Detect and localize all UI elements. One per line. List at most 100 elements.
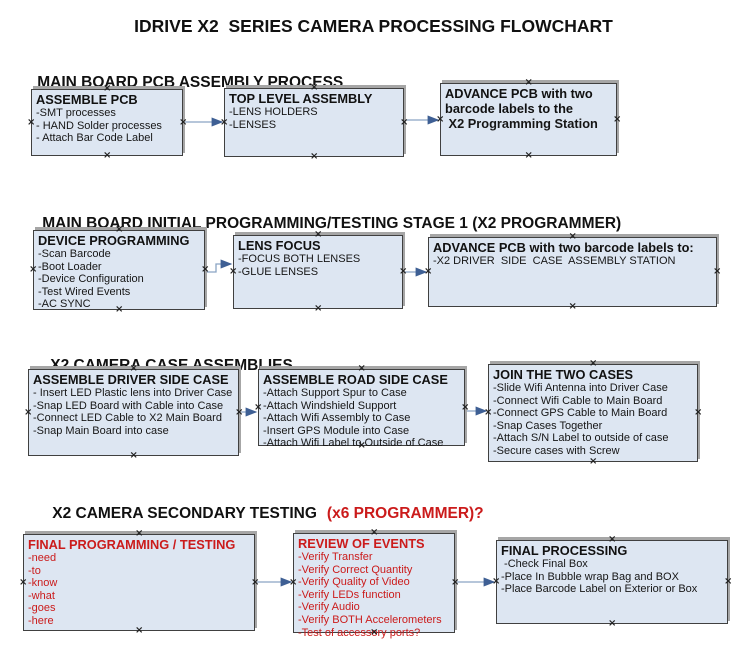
- box-line: -know: [28, 577, 58, 590]
- box-lines: -Verify Transfer-Verify Correct Quantity…: [298, 551, 449, 639]
- connector-anchor: ×: [254, 401, 263, 413]
- connector-anchor: ×: [129, 450, 138, 461]
- box-line: -to: [28, 564, 41, 577]
- connector-anchor: ×: [19, 576, 28, 588]
- connector-anchor: ×: [568, 301, 577, 312]
- box-line: -Secure cases with Screw: [493, 444, 620, 457]
- box-lines: -Scan Barcode-Boot Loader-Device Configu…: [38, 248, 199, 311]
- box-line: -Snap LED Board with Cable into Case: [33, 399, 224, 412]
- box-line: -Verify LEDs function: [298, 588, 401, 601]
- box-line: -goes: [28, 602, 56, 615]
- connector-anchor: ×: [424, 266, 433, 277]
- connector-anchor: ×: [179, 116, 188, 128]
- box-line: -FOCUS BOTH LENSES: [238, 253, 361, 265]
- box-line: -need: [28, 552, 57, 564]
- box-line: -Verify Quality of Video: [298, 576, 410, 589]
- connector-anchor: ×: [357, 363, 366, 374]
- box-line: -Snap Main Board into case: [33, 424, 169, 437]
- connector-anchor: ×: [608, 618, 617, 629]
- box-line: - HAND Solder processes: [36, 119, 162, 132]
- box-line: - Insert LED Plastic lens into Driver Ca…: [33, 387, 233, 399]
- connector-anchor: ×: [229, 266, 238, 277]
- box-advance-pcb-to-driver-side-station[interactable]: ADVANCE PCB with two barcode labels to: …: [428, 237, 717, 307]
- box-assemble-driver-side-case[interactable]: ASSEMBLE DRIVER SIDE CASE - Insert LED P…: [28, 369, 239, 456]
- box-line: -Check Final Box: [501, 558, 588, 570]
- connector-anchor: ×: [589, 456, 598, 467]
- connector-anchor: ×: [613, 113, 622, 125]
- box-title: ASSEMBLE PCB: [36, 92, 138, 107]
- connector-anchor: ×: [370, 527, 379, 538]
- connector-anchor: ×: [103, 83, 112, 94]
- connector-anchor: ×: [589, 358, 598, 369]
- box-title: ASSEMBLE DRIVER SIDE CASE: [33, 372, 229, 387]
- box-line: -Verify Correct Quantity: [298, 563, 413, 576]
- box-top-level-assembly[interactable]: TOP LEVEL ASSEMBLY -LENS HOLDERS-LENSES: [224, 88, 404, 157]
- box-line: -Attach Support Spur to Case: [263, 387, 407, 399]
- connector-anchor: ×: [608, 534, 617, 545]
- box-title: ADVANCE PCB with two barcode labels to:: [433, 240, 694, 255]
- connector-anchor: ×: [135, 528, 144, 539]
- box-advance-pcb-to-programming-station[interactable]: ADVANCE PCB with two barcode labels to t…: [440, 83, 617, 156]
- box-line: -Attach Windshield Support: [263, 399, 397, 412]
- box-line: -GLUE LENSES: [238, 265, 319, 278]
- connector-anchor: ×: [357, 440, 366, 451]
- box-lens-focus[interactable]: LENS FOCUS -FOCUS BOTH LENSES-GLUE LENSE…: [233, 235, 403, 309]
- connector-anchor: ×: [135, 625, 144, 636]
- connector-anchor: ×: [251, 576, 260, 588]
- box-line: -Place Barcode Label on Exterior or Box: [501, 583, 698, 596]
- connector-anchor: ×: [314, 303, 323, 314]
- box-line: -Attach S/N Label to outside of case: [493, 432, 669, 445]
- box-title: FINAL PROGRAMMING / TESTING: [28, 537, 236, 552]
- section-heading-secondary-testing: X2 CAMERA SECONDARY TESTING(x6 PROGRAMME…: [35, 487, 483, 541]
- connector-anchor: ×: [436, 113, 445, 125]
- box-line: -LENS HOLDERS: [229, 106, 318, 118]
- box-title: DEVICE PROGRAMMING: [38, 233, 190, 248]
- connector-anchor: ×: [29, 264, 38, 275]
- box-join-the-two-cases[interactable]: JOIN THE TWO CASES -Slide Wifi Antenna i…: [488, 364, 698, 462]
- box-line: -Verify BOTH Accelerometers: [298, 613, 442, 626]
- connector-anchor: ×: [115, 224, 124, 235]
- connector-anchor: ×: [115, 304, 124, 315]
- box-title: ASSEMBLE ROAD SIDE CASE: [263, 372, 448, 387]
- box-line: -Test of accessory ports?: [298, 626, 421, 639]
- connector-anchor: ×: [24, 406, 33, 418]
- box-final-programming-testing[interactable]: FINAL PROGRAMMING / TESTING -need-to-kno…: [23, 534, 255, 631]
- connector-anchor: ×: [27, 116, 36, 128]
- box-line: -Attach Wifi Assembly to Case: [263, 412, 411, 425]
- box-line: -Snap Cases Together: [493, 419, 603, 432]
- box-line: -SMT processes: [36, 107, 116, 119]
- connector-anchor: ×: [484, 407, 493, 418]
- box-line: -Insert GPS Module into Case: [263, 424, 410, 437]
- box-line: -Attach Wifi Label to Outside of Case: [263, 437, 444, 450]
- box-lines: -need-to-know-what-goes-here: [28, 552, 249, 628]
- connector-anchor: ×: [310, 82, 319, 93]
- box-assemble-pcb[interactable]: ASSEMBLE PCB -SMT processes- HAND Solder…: [31, 89, 183, 156]
- box-line: -Connect GPS Cable to Main Board: [493, 407, 668, 420]
- box-line: -Verify Audio: [298, 601, 360, 614]
- box-lines: -X2 DRIVER SIDE CASE ASSEMBLY STATION: [433, 255, 711, 268]
- box-line: -Scan Barcode: [38, 248, 111, 260]
- box-assemble-road-side-case[interactable]: ASSEMBLE ROAD SIDE CASE -Attach Support …: [258, 369, 465, 449]
- box-review-of-events[interactable]: REVIEW OF EVENTS -Verify Transfer-Verify…: [293, 533, 455, 639]
- connector-anchor: ×: [220, 116, 229, 128]
- box-lines: -Attach Support Spur to Case-Attach Wind…: [263, 387, 459, 450]
- box-title: TOP LEVEL ASSEMBLY: [229, 91, 373, 106]
- box-final-processing[interactable]: FINAL PROCESSING -Check Final Box-Place …: [496, 540, 728, 624]
- connector-anchor: ×: [314, 229, 323, 240]
- box-line: -X2 DRIVER SIDE CASE ASSEMBLY STATION: [433, 255, 676, 267]
- box-line: -Device Configuration: [38, 273, 144, 286]
- box-title: REVIEW OF EVENTS: [298, 536, 425, 551]
- box-device-programming[interactable]: DEVICE PROGRAMMING -Scan Barcode-Boot Lo…: [33, 230, 205, 310]
- box-lines: -Check Final Box-Place In Bubble wrap Ba…: [501, 558, 722, 596]
- box-title: ADVANCE PCB with two barcode labels to t…: [445, 86, 593, 116]
- box-title: FINAL PROCESSING: [501, 543, 628, 558]
- connector-anchor: ×: [451, 577, 460, 588]
- box-line: -Place In Bubble wrap Bag and BOX: [501, 570, 679, 583]
- heading-text: MAIN BOARD INITIAL PROGRAMMING/TESTING S…: [42, 215, 622, 232]
- box-lines: X2 Programming Station: [445, 116, 611, 131]
- connector-anchor: ×: [492, 576, 501, 587]
- connector-anchor: ×: [568, 231, 577, 242]
- box-line: -Slide Wifi Antenna into Driver Case: [493, 382, 668, 394]
- heading-text: MAIN BOARD PCB ASSEMBLY PROCESS: [37, 74, 344, 91]
